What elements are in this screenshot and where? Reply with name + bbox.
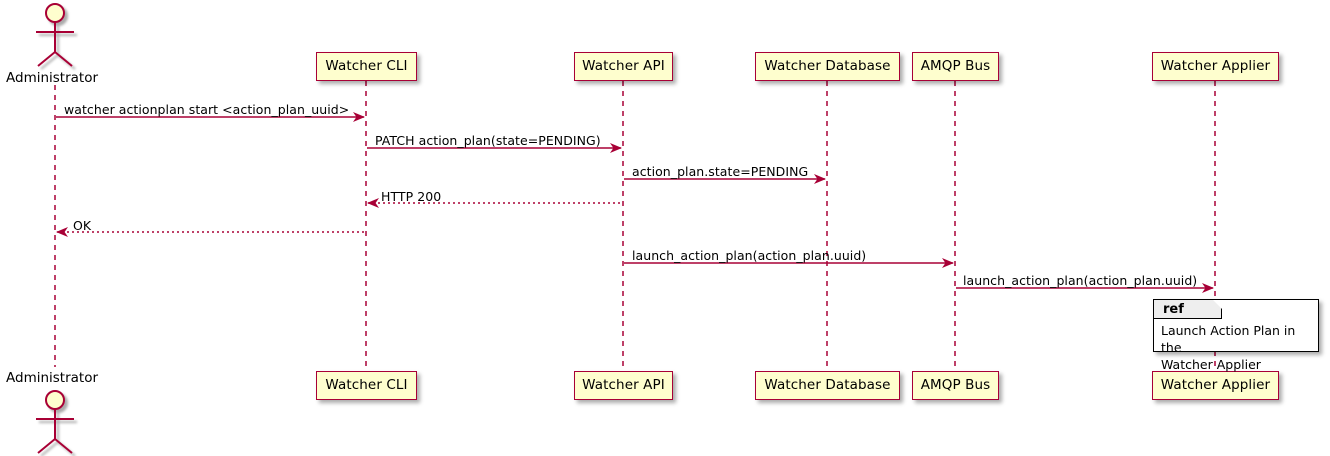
participant-box-top-amqp-bus[interactable]: AMQP Bus — [912, 52, 999, 81]
participant-box-bottom-watcher-applier[interactable]: Watcher Applier — [1152, 371, 1279, 400]
participant-box-bottom-amqp-bus[interactable]: AMQP Bus — [912, 371, 999, 400]
participant-box-bottom-watcher-api[interactable]: Watcher API — [574, 371, 673, 400]
ref-fragment-tab: ref — [1154, 300, 1222, 319]
messages — [56, 112, 1214, 293]
participant-label: AMQP Bus — [920, 57, 991, 74]
participant-label: Watcher Applier — [1160, 376, 1271, 393]
message-label-m3: action_plan.state=PENDING — [632, 164, 809, 179]
participant-label: Watcher API — [582, 57, 665, 74]
participant-label: Watcher API — [582, 376, 665, 393]
ref-fragment[interactable]: ref Launch Action Plan in the Watcher Ap… — [1153, 299, 1319, 372]
actor-administrator-bottom — [36, 390, 74, 454]
participant-label: Watcher CLI — [325, 376, 408, 393]
participant-label: Watcher CLI — [325, 57, 408, 74]
participant-label: Watcher Database — [764, 57, 891, 74]
participant-box-bottom-watcher-database[interactable]: Watcher Database — [755, 371, 900, 400]
message-label-m6: launch_action_plan(action_plan.uuid) — [632, 248, 867, 263]
actor-administrator-top — [36, 3, 74, 67]
actor-label-administrator-bottom: Administrator — [6, 370, 99, 386]
message-label-m5: OK — [73, 218, 92, 233]
participant-box-top-watcher-database[interactable]: Watcher Database — [755, 52, 900, 81]
message-label-m4: HTTP 200 — [381, 189, 442, 204]
ref-fragment-kind: ref — [1163, 301, 1184, 317]
participant-box-top-watcher-api[interactable]: Watcher API — [574, 52, 673, 81]
actor-label-administrator-top: Administrator — [6, 70, 99, 86]
participant-label: Watcher Database — [764, 376, 891, 393]
participant-box-top-watcher-applier[interactable]: Watcher Applier — [1152, 52, 1279, 81]
lifelines — [54, 81, 1216, 371]
ref-fragment-text: Launch Action Plan in the Watcher Applie… — [1161, 323, 1296, 372]
message-label-m2: PATCH action_plan(state=PENDING) — [375, 133, 601, 148]
message-label-m1: watcher actionplan start <action_plan_uu… — [64, 102, 350, 117]
message-label-m7: launch_action_plan(action_plan.uuid) — [963, 273, 1198, 288]
participant-label: Watcher Applier — [1160, 57, 1271, 74]
participant-label: AMQP Bus — [920, 376, 991, 393]
participant-box-top-watcher-cli[interactable]: Watcher CLI — [316, 52, 417, 81]
participant-box-bottom-watcher-cli[interactable]: Watcher CLI — [316, 371, 417, 400]
